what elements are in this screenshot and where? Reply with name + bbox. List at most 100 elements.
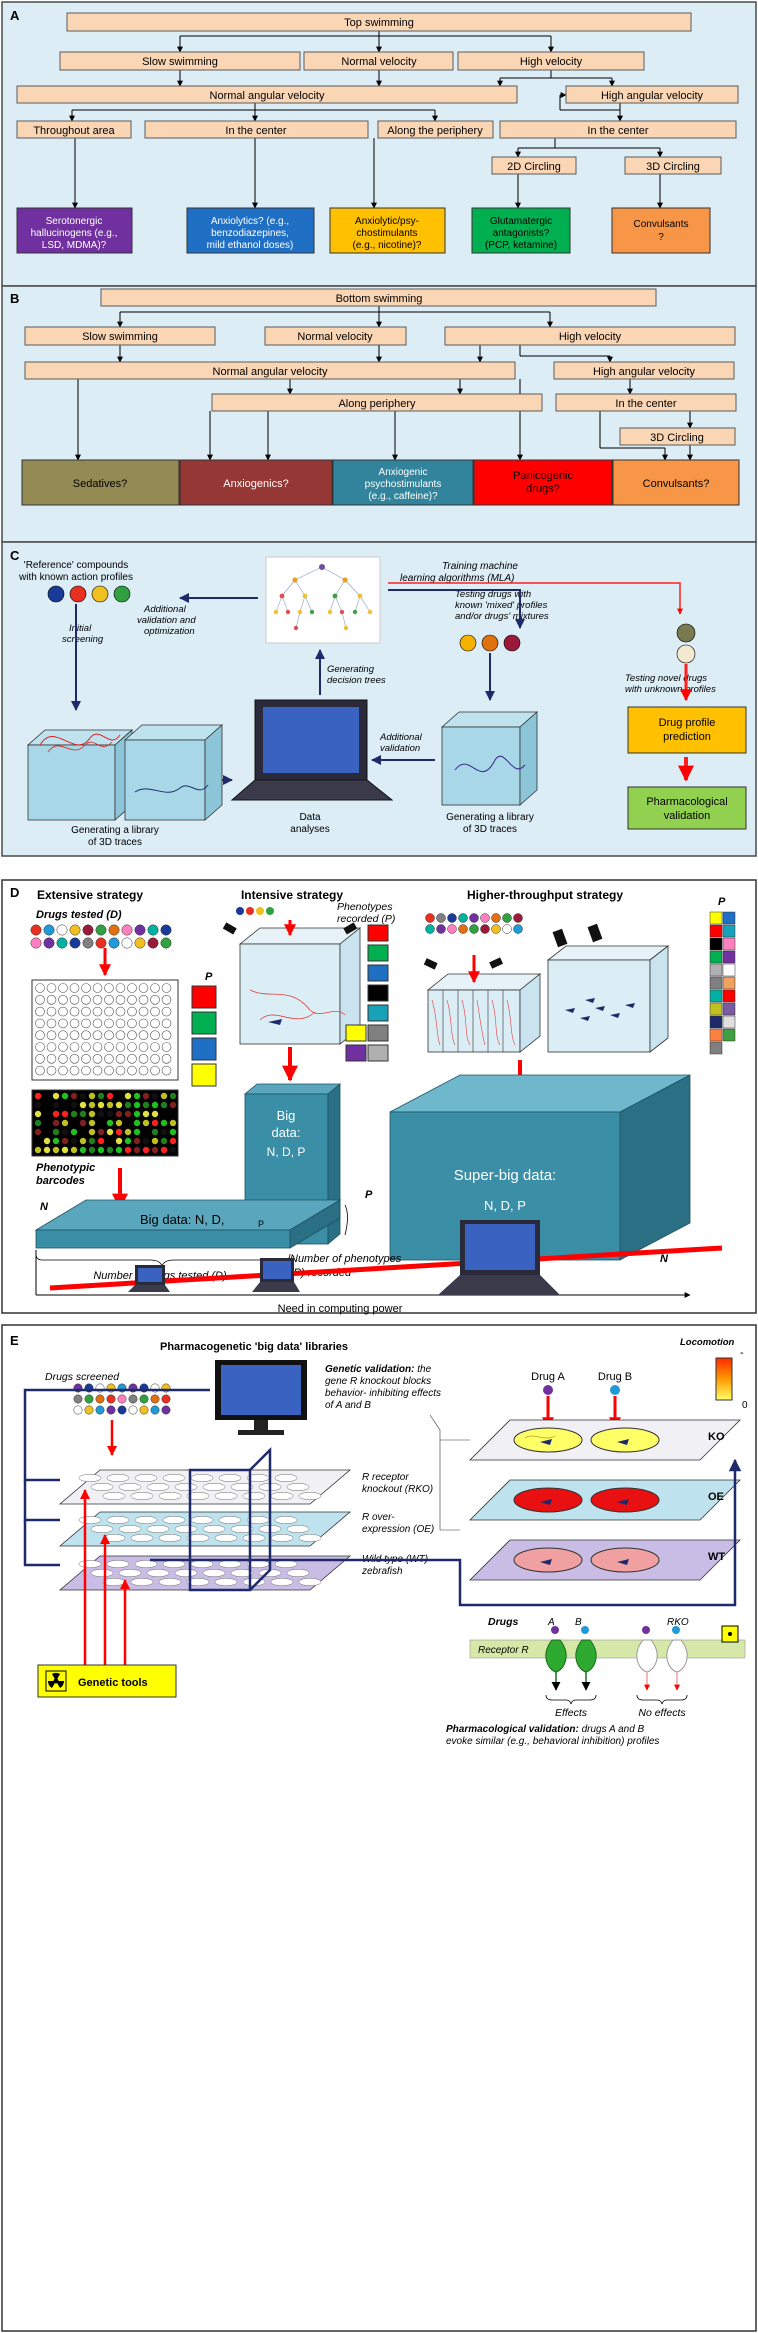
normal-velocity-box [303, 51, 454, 71]
testing-novel-label-2: with unknown profiles [625, 684, 716, 695]
plate-well [161, 983, 172, 993]
barcode-cell [97, 1146, 105, 1154]
barcode-cell [133, 1101, 141, 1109]
screened-drug-dot [128, 1394, 138, 1404]
plate-well [69, 1030, 80, 1040]
circling-2d-box [491, 156, 577, 175]
plate-layer-well [218, 1515, 242, 1525]
barcode-cell [52, 1146, 60, 1154]
drug-dot [43, 924, 55, 936]
plate-layer-well [214, 1491, 238, 1501]
p-label-extensive: P [205, 971, 213, 983]
b-high-angular-label: High angular velocity [593, 366, 696, 378]
plate-well [69, 1042, 80, 1052]
plate-well [127, 1054, 137, 1064]
ht-drug-dot [469, 913, 479, 923]
super-big-data-label-2: N, D, P [484, 1198, 526, 1213]
pharmacological-validation-e-label-2: evoke similar (e.g., behavioral inhibiti… [446, 1736, 659, 1747]
barcode-cell [169, 1146, 177, 1154]
plate-well [46, 1006, 57, 1017]
plate-layer-well [158, 1533, 182, 1543]
barcode-cell [142, 1146, 150, 1154]
drug-dot [69, 924, 81, 936]
b-center-box [555, 393, 737, 412]
panel-b: B Bottom sw [1, 285, 757, 543]
barcode-cell [61, 1092, 69, 1100]
barcode-cell [106, 1128, 114, 1136]
screened-drug-dot [161, 1394, 171, 1404]
plate-layer-well [298, 1533, 322, 1543]
barcode-cell [115, 1119, 123, 1127]
drug-dots-grid [30, 924, 172, 949]
barcode-cell [43, 1137, 51, 1145]
barcode-cell [43, 1110, 51, 1118]
drug-dot [56, 937, 68, 949]
barcode-cell [52, 1119, 60, 1127]
generating-dt-label-2: decision trees [327, 675, 386, 686]
barcode-cell [106, 1137, 114, 1145]
screened-drug-dot [106, 1405, 116, 1415]
plate-well [138, 1065, 149, 1076]
extensive-strategy-title: Extensive strategy [37, 888, 143, 902]
reference-compound-dots [47, 585, 131, 603]
plate-well [69, 994, 80, 1005]
panel-d: D Extensive strategy Intensive strategy … [1, 879, 757, 1315]
outcome-anxiolytics-line1: Anxiolytics? (e.g., [211, 216, 289, 227]
reference-compounds-label-2: with known action profiles [18, 572, 133, 583]
in-center-box [144, 120, 369, 139]
plate-layer-well [190, 1473, 214, 1483]
barcode-cell [79, 1119, 87, 1127]
plate-layer-well [118, 1482, 142, 1492]
barcode-cell [124, 1146, 132, 1154]
n-label-super: N [660, 1253, 669, 1265]
barcode-cell [169, 1137, 177, 1145]
plate-layer-well [214, 1577, 238, 1587]
library-right-label-1: Generating a library [446, 812, 534, 823]
plate-layer-well [118, 1524, 142, 1534]
plate-layer-well [134, 1473, 158, 1483]
plate-well [92, 994, 103, 1005]
screened-drug-dot [95, 1405, 105, 1415]
outcome-panicogenic-line1: Panicogenic [513, 470, 573, 482]
barcode-cell [70, 1101, 78, 1109]
plate-well [46, 1065, 57, 1076]
pharmacological-validation-box [627, 786, 747, 830]
mixed-profile-dots [459, 634, 521, 652]
ht-drug-dot [458, 924, 468, 934]
plate-well [35, 1006, 45, 1017]
barcode-cell [160, 1101, 168, 1109]
outcome-glutamatergic-box [471, 207, 571, 254]
super-big-data-cube [389, 1074, 691, 1261]
in-center-2-box [499, 120, 737, 139]
plate-well [161, 1018, 172, 1029]
barcode-cell [124, 1137, 132, 1145]
circling-3d-label: 3D Circling [646, 161, 700, 173]
need-computing-power-label: Need in computing power [278, 1303, 403, 1315]
throughout-area-label: Throughout area [33, 125, 115, 137]
outcome-sedatives: Sedatives? [21, 459, 180, 506]
outcome-glutamatergic-line3: (PCP, ketamine) [485, 240, 557, 251]
computing-power-axis [35, 1220, 723, 1298]
plate-well [35, 994, 45, 1005]
plate-well [115, 983, 126, 993]
effects-label: Effects [555, 1707, 588, 1719]
screened-drug-dot [73, 1394, 83, 1404]
plate-well [69, 1065, 80, 1076]
outcome-anxiogenics: Anxiogenics? [179, 459, 333, 506]
locomotion-scale [715, 1357, 733, 1401]
plate-layer-well [190, 1515, 214, 1525]
small-laptop-icon-2 [252, 1258, 300, 1292]
plate-well [46, 994, 57, 1005]
panel-c: C [1, 541, 757, 857]
plate-layer-well [214, 1533, 238, 1543]
library-left-label-2: of 3D traces [88, 837, 142, 848]
b-normal-angular-box [24, 361, 516, 380]
barcode-cell [133, 1137, 141, 1145]
barcode-cell [52, 1110, 60, 1118]
barcode-cell [43, 1128, 51, 1136]
plate-layer-well [90, 1568, 114, 1578]
outcome-psychostim-box [329, 207, 446, 254]
plate-well [69, 983, 80, 993]
barcode-cell [115, 1128, 123, 1136]
left-well-plates [58, 1469, 352, 1591]
